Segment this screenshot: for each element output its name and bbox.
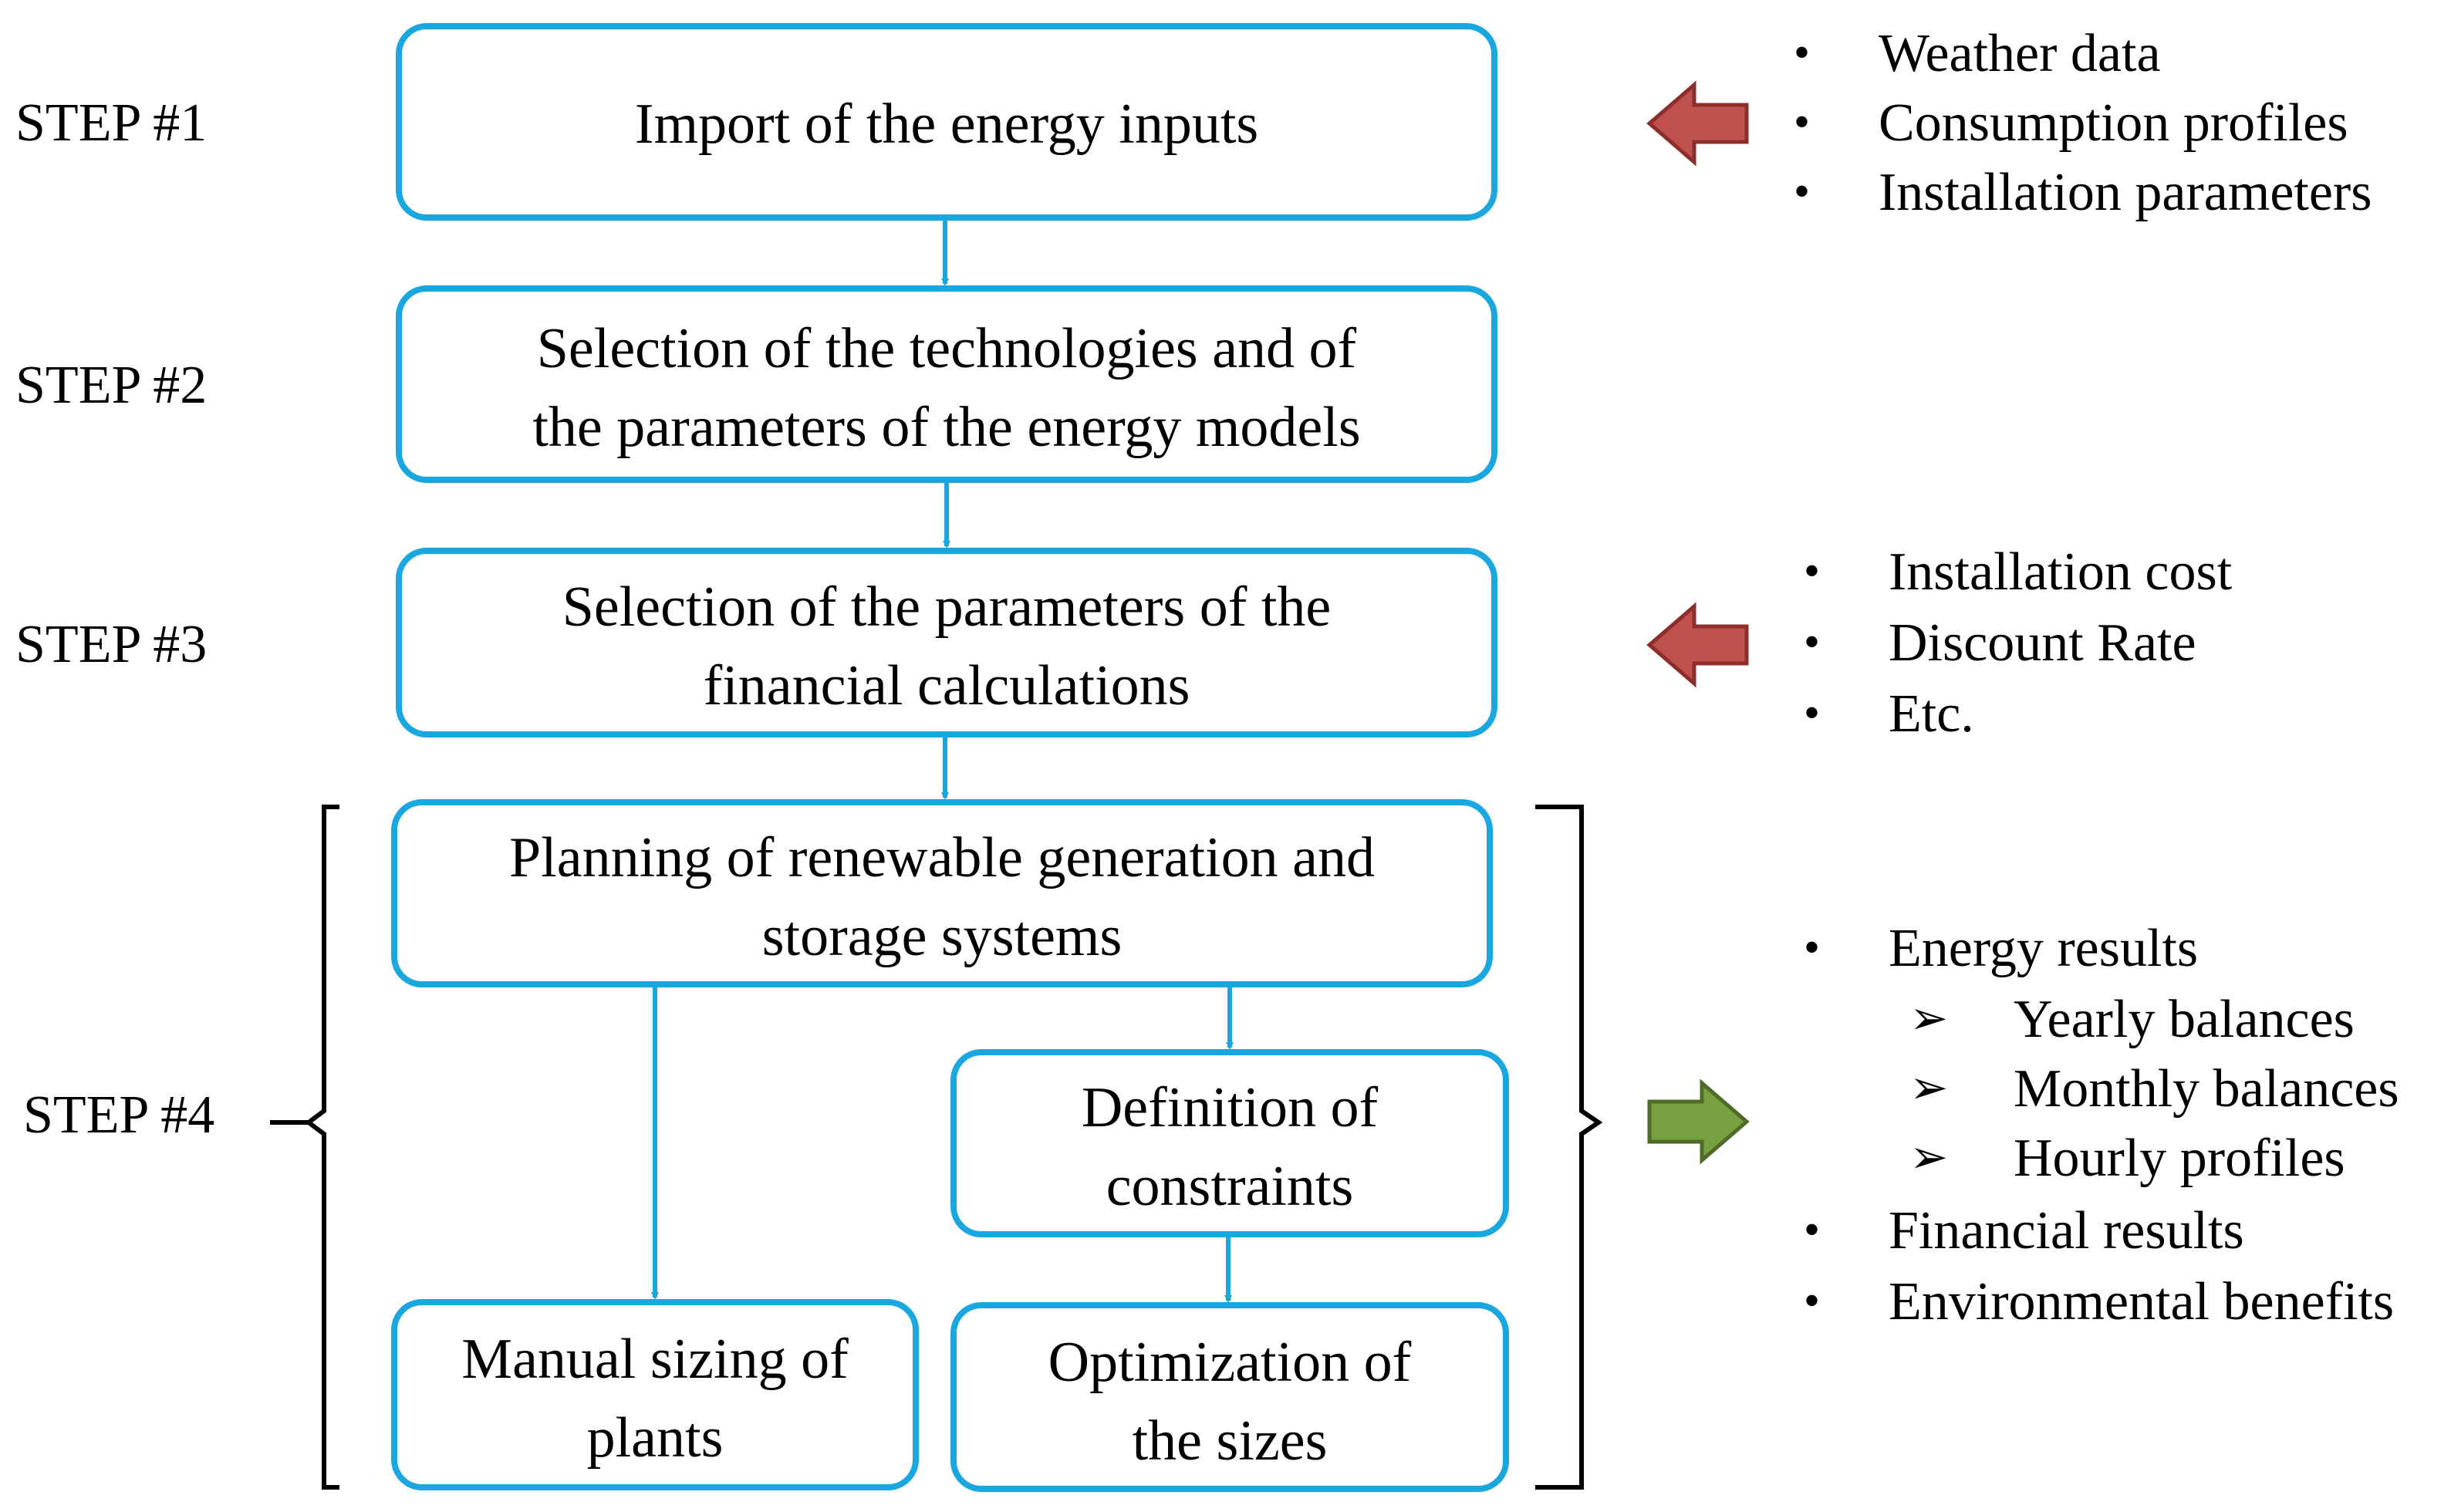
input-installation-parameters: Installation parameters <box>1879 163 2372 222</box>
selection-fin-box <box>396 548 1497 737</box>
output-financial-results: Financial results <box>1889 1201 2244 1261</box>
output-arrow-step4 <box>1647 1078 1750 1165</box>
optimization-box <box>950 1302 1509 1492</box>
sub-bullet-icon: ➢ <box>1909 1062 1948 1113</box>
output-energy-results: Energy results <box>1889 919 2198 978</box>
selection-tech-text-2: the parameters of the energy models <box>532 396 1360 459</box>
optimization-text-1: Optimization of <box>1048 1331 1412 1394</box>
step-3-label: STEP #3 <box>15 615 207 674</box>
input-etc: Etc. <box>1889 684 1974 744</box>
bullet: • <box>1804 922 1820 973</box>
bullet: • <box>1804 616 1820 667</box>
bullet: • <box>1794 27 1810 78</box>
planning-text-1: Planning of renewable generation and <box>509 826 1375 889</box>
step-2-label: STEP #2 <box>15 356 207 415</box>
manual-text-2: plants <box>587 1406 724 1470</box>
bullet: • <box>1794 96 1810 147</box>
right-brace <box>1535 805 1603 1490</box>
bullet: • <box>1804 1275 1820 1326</box>
input-weather-data: Weather data <box>1879 24 2161 83</box>
planning-text-2: storage systems <box>762 905 1123 968</box>
manual-box <box>391 1299 919 1490</box>
import-box <box>396 23 1497 221</box>
input-discount-rate: Discount Rate <box>1889 613 2196 673</box>
input-arrow-step3 <box>1646 602 1749 688</box>
output-environmental-benefits: Environmental benefits <box>1889 1272 2394 1331</box>
selection-tech-text-1: Selection of the technologies and of <box>537 317 1357 380</box>
manual-text-1: Manual sizing of <box>461 1328 849 1391</box>
step-1-label: STEP #1 <box>15 93 207 153</box>
planning-box <box>391 799 1493 987</box>
output-hourly-profiles: Hourly profiles <box>2014 1129 2345 1188</box>
bullet: • <box>1794 166 1810 217</box>
selection-fin-text-2: financial calculations <box>704 654 1190 717</box>
constraints-text-1: Definition of <box>1082 1076 1379 1139</box>
sub-bullet-icon: ➢ <box>1909 993 1948 1044</box>
sub-bullet-icon: ➢ <box>1909 1132 1948 1183</box>
optimization-text-2: the sizes <box>1133 1409 1328 1473</box>
input-arrow-step1 <box>1646 80 1749 167</box>
constraints-text-2: constraints <box>1106 1155 1354 1218</box>
selection-fin-text-1: Selection of the parameters of the <box>562 575 1332 639</box>
output-monthly-balances: Monthly balances <box>2014 1059 2399 1119</box>
output-yearly-balances: Yearly balances <box>2014 990 2355 1049</box>
bullet: • <box>1804 545 1820 596</box>
left-brace <box>305 805 339 1490</box>
input-consumption-profiles: Consumption profiles <box>1879 93 2348 153</box>
selection-tech-box <box>396 285 1497 483</box>
bullet: • <box>1804 1204 1820 1255</box>
constraints-box <box>950 1049 1509 1237</box>
import-box-text: Import of the energy inputs <box>635 93 1258 156</box>
bullet: • <box>1804 687 1820 738</box>
input-installation-cost: Installation cost <box>1889 542 2233 602</box>
step-4-label: STEP #4 <box>23 1085 214 1145</box>
